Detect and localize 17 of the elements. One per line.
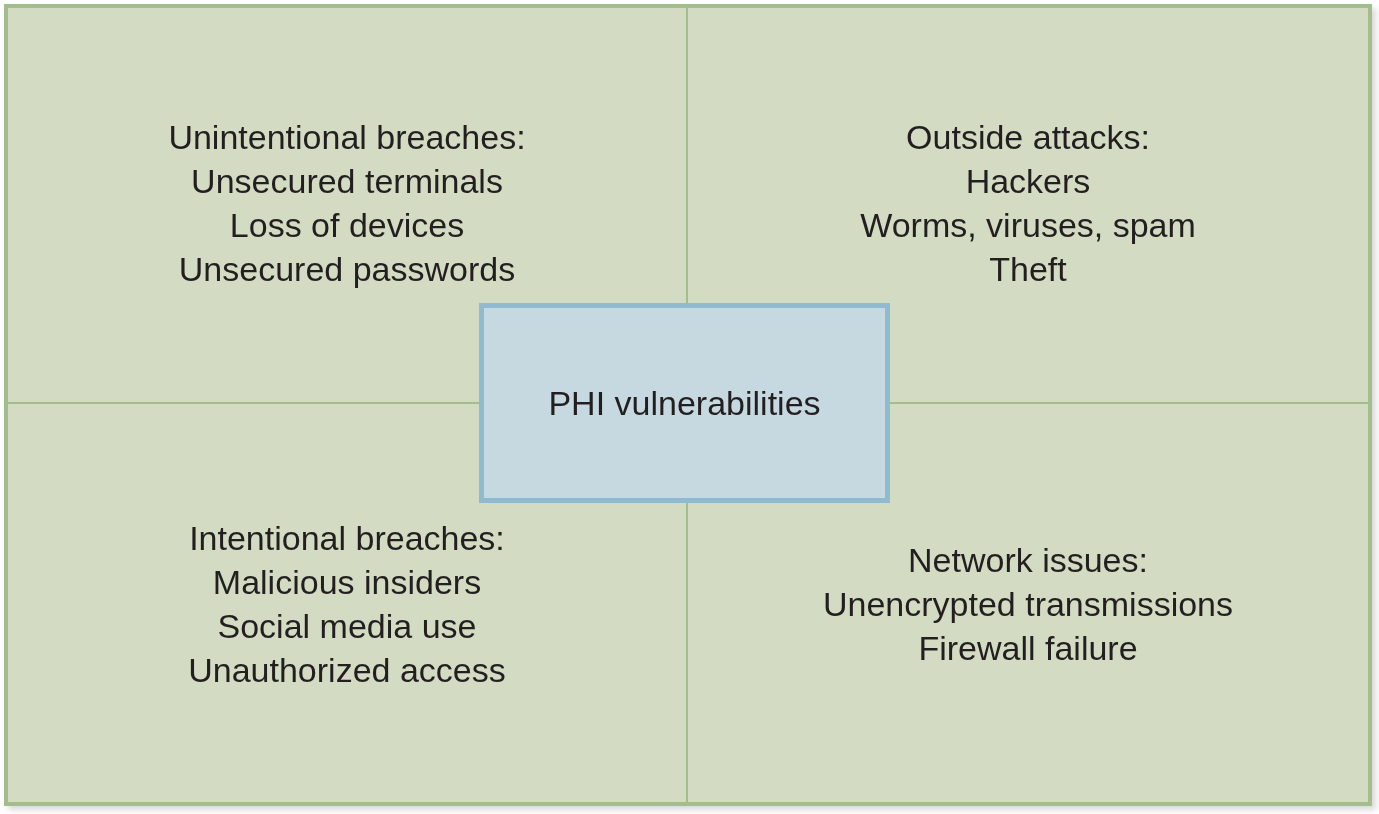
- center-box: [479, 303, 890, 503]
- vulnerability-item: Firewall failure: [918, 628, 1138, 669]
- category-heading: Outside attacks:: [906, 117, 1150, 158]
- vulnerability-item: Unencrypted transmissions: [822, 584, 1234, 625]
- category-heading: Intentional breaches:: [189, 518, 505, 559]
- category-heading: Network issues:: [908, 540, 1148, 581]
- vulnerability-item: Unsecured terminals: [191, 161, 503, 202]
- center-title: PHI vulnerabilities: [548, 383, 821, 424]
- vulnerability-item: Loss of devices: [229, 205, 465, 246]
- vulnerability-item: Unsecured passwords: [178, 249, 516, 290]
- vulnerability-item: Worms, viruses, spam: [860, 205, 1196, 246]
- vulnerability-item: Malicious insiders: [212, 562, 482, 603]
- vulnerability-item: Unauthorized access: [188, 650, 506, 691]
- vulnerability-item: Theft: [989, 249, 1067, 290]
- vulnerability-item: Hackers: [965, 161, 1091, 202]
- category-heading: Unintentional breaches:: [168, 117, 526, 158]
- vulnerability-item: Social media use: [217, 606, 477, 647]
